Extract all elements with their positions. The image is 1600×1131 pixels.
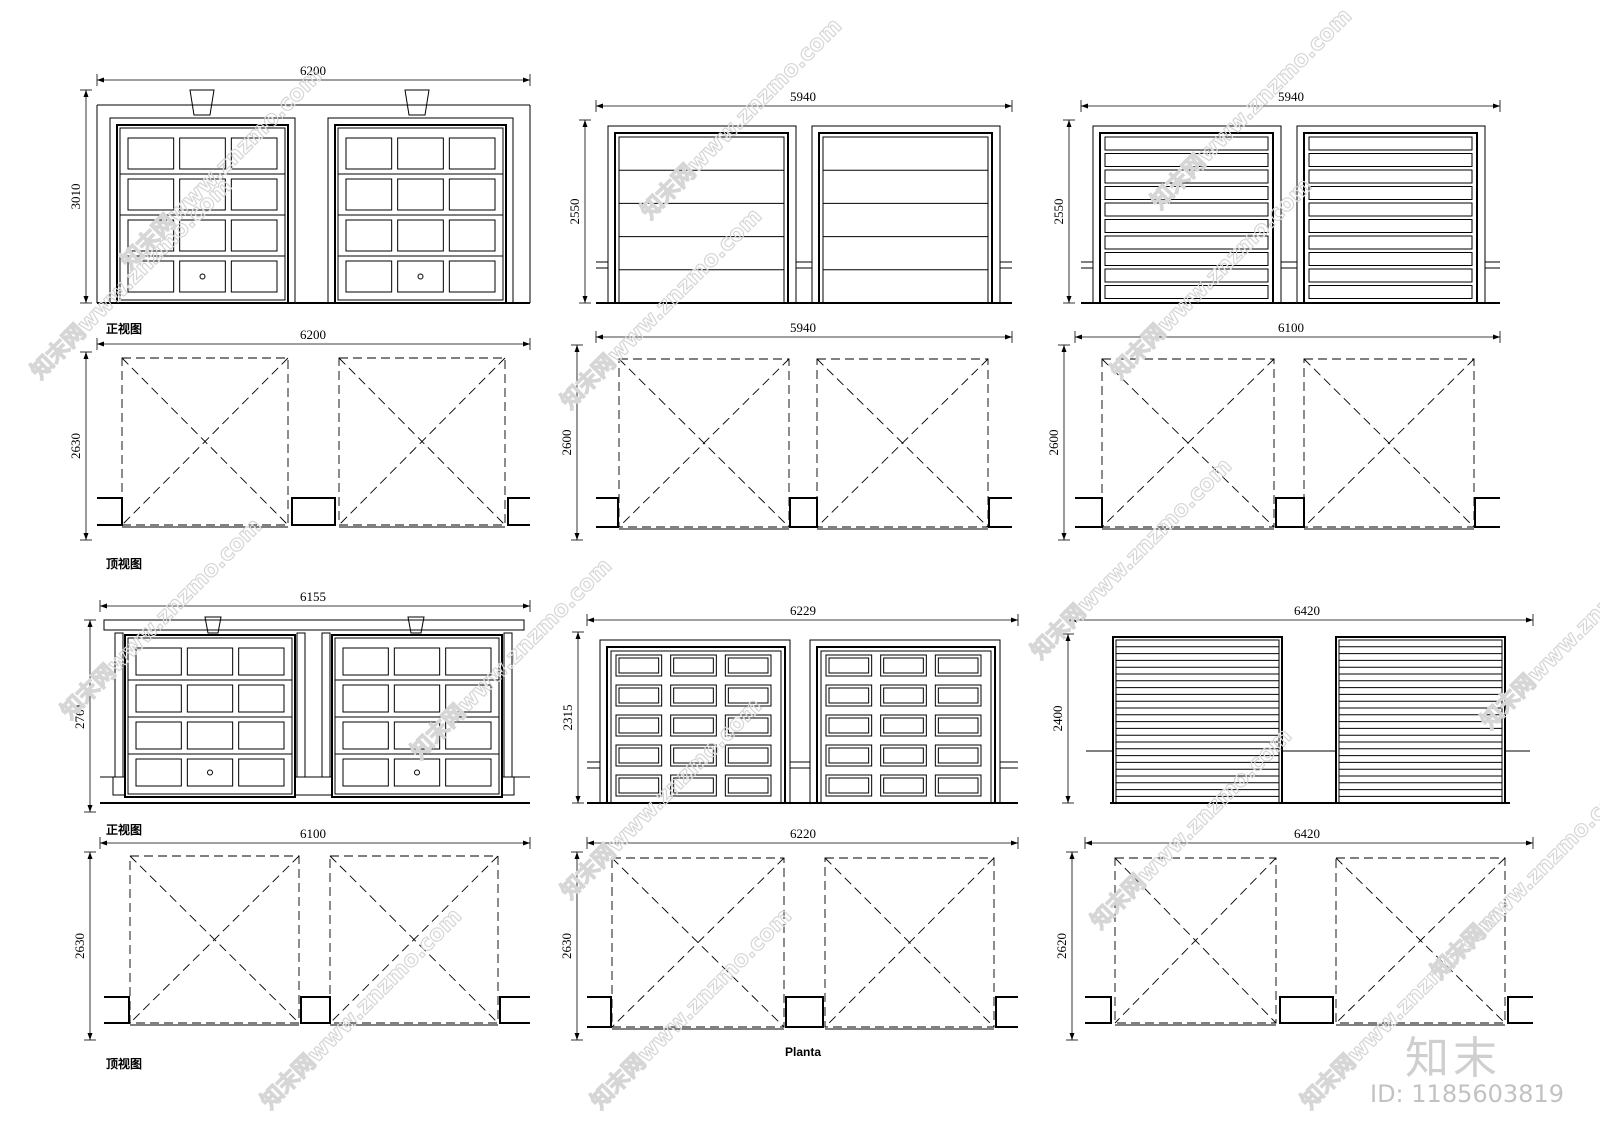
dimension-lines [84,837,531,1041]
width-dimension-label: 5940 [1278,89,1304,104]
view-caption: 顶视图 [106,556,142,571]
plan-view-b: 5940 2600 [559,320,1013,541]
width-dimension-label: 6100 [1278,320,1304,335]
dimension-lines [1062,614,1534,804]
watermark-text: 知末网www.znzmo.com [56,513,267,724]
width-dimension-label: 6220 [790,826,816,841]
height-dimension-label: 2550 [1051,199,1066,225]
watermark-text: 知末网www.znzmo.com [1106,173,1317,384]
width-dimension-label: 6229 [790,603,816,618]
height-dimension-label: 2630 [68,433,83,459]
height-dimension-label: 2630 [559,933,574,959]
front-view-garage-f: 6420 2400 [1050,603,1534,804]
watermark-text: 知末网www.znzmo.com [1476,523,1600,734]
view-caption: 顶视图 [106,1056,142,1071]
front-view-garage-c: 5940 2550 [1051,89,1501,304]
height-dimension-label: 2620 [1054,933,1069,959]
front-view-garage-e: 6229 2315 [560,603,1019,804]
dimension-lines [571,331,1013,541]
height-dimension-label: 3010 [68,184,83,210]
dimension-lines [84,600,531,813]
width-dimension-label: 6200 [300,63,326,78]
watermark-text: 知末网www.znzmo.com [256,903,467,1114]
dimension-lines [1063,100,1501,304]
height-dimension-label: 2600 [559,430,574,456]
plan-view-c: 6100 2600 [1046,320,1501,541]
dimension-lines [579,100,1013,304]
height-dimension-label: 2315 [560,705,575,731]
dimension-lines [1066,837,1534,1041]
watermark-text: 知末网www.znzmo.com [1086,723,1297,934]
width-dimension-label: 6100 [300,826,326,841]
watermark-text: 知末网www.znzmo.com [556,203,767,414]
front-view-garage-b: 5940 2550 [567,89,1013,304]
width-dimension-label: 6420 [1294,826,1320,841]
watermark-text: 知末网www.znzmo.com [636,13,847,224]
image-id-label: ID: 1185603819 [1370,1080,1564,1108]
brand-logo: 知末 [1405,1033,1501,1084]
view-caption: 正视图 [106,822,142,837]
dimension-lines [80,338,531,541]
watermark-text: 知末网www.znzmo.com [406,553,617,764]
front-view-garage-d: 6155 2761 正视图 [72,589,531,837]
view-caption: 正视图 [106,321,142,336]
view-caption: Planta [785,1045,821,1059]
plan-view-a: 6200 2630 顶视图 [68,327,531,571]
height-dimension-label: 2550 [567,199,582,225]
watermark-text: 知末网www.znzmo.com [26,173,237,384]
dimension-lines [571,837,1019,1041]
dimension-lines [572,614,1019,804]
dimension-lines [1058,331,1501,541]
width-dimension-label: 6420 [1294,603,1320,618]
height-dimension-label: 2400 [1050,706,1065,732]
plan-view-f: 6420 2620 [1054,826,1534,1041]
plan-view-d: 6100 2630 顶视图 [72,826,531,1071]
width-dimension-label: 6155 [300,589,326,604]
watermark-text: 知末网www.znzmo.com [1026,453,1237,664]
height-dimension-label: 2761 [72,703,87,729]
front-view-garage-a: 6200 3010 正视图 [68,63,531,336]
height-dimension-label: 2630 [72,933,87,959]
width-dimension-label: 5940 [790,320,816,335]
height-dimension-label: 2600 [1046,430,1061,456]
width-dimension-label: 6200 [300,327,326,342]
dimension-lines [80,74,531,304]
width-dimension-label: 5940 [790,89,816,104]
